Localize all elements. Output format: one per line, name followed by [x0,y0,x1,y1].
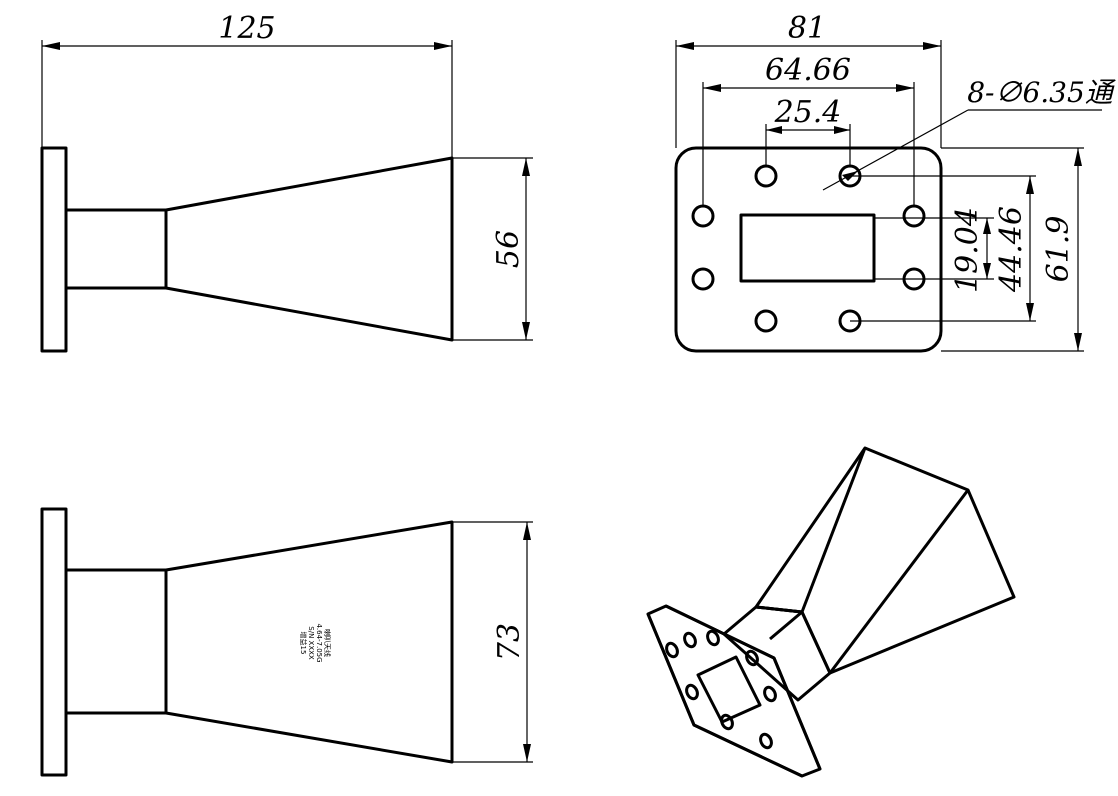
arrow [522,322,530,340]
dim-19-04-label: 19.04 [950,207,985,293]
bolt-hole [745,649,759,667]
arrow [1026,176,1034,194]
nameplate-label: 喇叭天线 4.64-7.05G S/N XXXX 增益15 [299,623,332,662]
horn-body [165,520,454,764]
flange-outline [674,146,943,353]
arrow [676,42,694,50]
arrow [896,84,914,92]
arrow [523,744,531,762]
waveguide-edge [769,610,803,641]
dim-44-46-label: 44.46 [994,206,1029,293]
arrow [42,42,60,50]
dim-61-9-label: 61.9 [1041,216,1076,283]
bolt-hole [720,713,734,731]
waveguide-iso [722,605,832,702]
bolt-hole [902,204,926,228]
arrow [766,126,782,134]
flange-top-view [40,146,68,353]
bolt-hole [691,204,715,228]
bolt-hole [706,629,720,647]
waveguide-section [66,208,168,290]
nameplate-line-4: 增益15 [299,632,308,655]
front-view: 81 64.66 25.4 8-∅6.35通 19.04 44.46 [674,11,1117,353]
bolt-hole [754,309,778,333]
dim-56-label: 56 [491,230,526,268]
arrow [1074,148,1082,166]
bolt-hole [685,683,699,701]
dim-73-label: 73 [492,623,527,661]
opening-iso [696,655,762,724]
leader-line [822,109,969,191]
horn-body [165,156,454,342]
dim-125-label: 125 [218,11,275,46]
flange-iso [646,604,822,778]
side-view-top: 125 56 [40,11,533,353]
arrow [983,263,991,279]
bolt-hole [665,641,679,659]
bolt-hole [759,732,773,750]
arrow [434,42,452,50]
arrow [834,126,850,134]
horn-edge [800,447,867,613]
dim-64-66-label: 64.66 [765,53,851,88]
arrow [523,522,531,540]
arrow [522,158,530,176]
horn-edge [828,489,970,674]
nameplate-line-1: 喇叭天线 [323,629,332,657]
nameplate-line-3: S/N XXXX [307,626,315,660]
horn-iso [754,446,1016,675]
arrow [703,84,721,92]
bolt-hole [763,685,777,703]
flange-edge [665,604,822,770]
dim-25-4-label: 25.4 [774,95,842,130]
arrow [983,218,991,234]
arrow [923,42,941,50]
bolt-holes [691,164,926,333]
bolt-hole [683,631,697,649]
hole-note-label: 8-∅6.35通 [967,76,1117,109]
isometric-view [646,446,1016,778]
flange-side-view [40,507,68,777]
waveguide-section [66,568,168,715]
bolt-hole [754,164,778,188]
arrow [1026,303,1034,321]
nameplate-line-2: 4.64-7.05G [315,623,323,662]
arrow [1074,333,1082,351]
dim-81-label: 81 [788,11,826,46]
flange-edge [646,613,803,778]
bolt-holes-iso [665,629,777,750]
bolt-hole [691,267,715,291]
side-view-bottom: 73 喇叭天线 4.64-7.05G S/N XXXX 增益15 [40,507,533,777]
waveguide-opening [739,213,876,283]
